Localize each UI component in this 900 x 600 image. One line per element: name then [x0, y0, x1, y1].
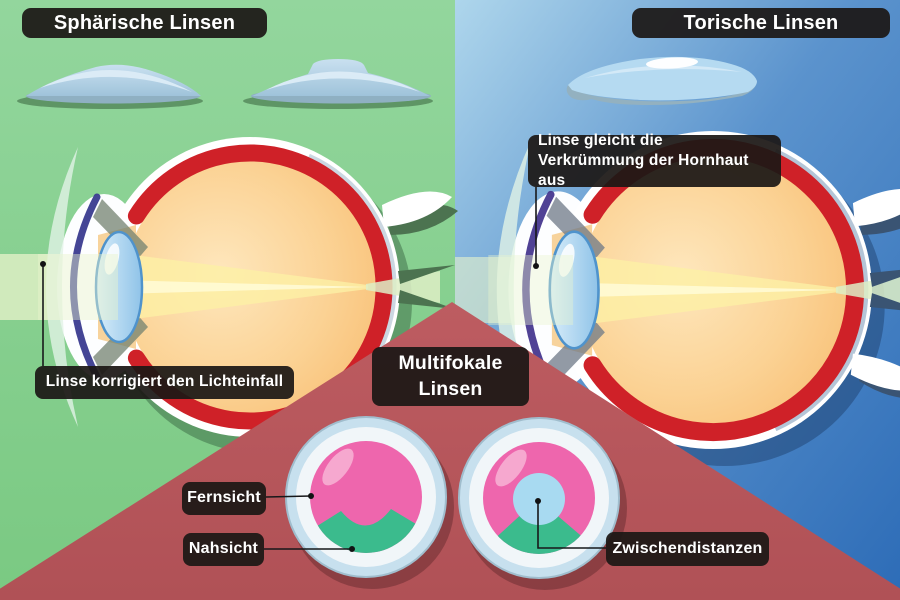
annotation-connector-dots [40, 261, 541, 552]
eye-diagram-toric [488, 131, 900, 466]
exit-beam [835, 275, 900, 305]
contact-lens-on-eye [46, 147, 78, 427]
title-multifocal-lenses: Multifokale Linsen [372, 347, 529, 406]
annotation-far-vision: Fernsicht [182, 482, 266, 515]
exit-beam [366, 271, 440, 303]
annotation-near-vision: Nahsicht [183, 533, 264, 566]
annotation-connectors [42, 187, 606, 550]
spherical-lens-shape-1 [17, 64, 203, 109]
title-toric-lenses: Torische Linsen [632, 8, 890, 38]
toric-lens-shape [566, 56, 757, 105]
panel-multifocal-background [0, 302, 900, 600]
eye-muscle-upper [382, 191, 452, 227]
multifocal-lens-intermediate [458, 417, 627, 590]
eye-muscle-lower [850, 353, 900, 391]
title-spherical-lenses: Sphärische Linsen [22, 8, 267, 38]
multifocal-lens-far-near [285, 416, 454, 589]
spherical-lens-shape-2 [243, 59, 433, 109]
annotation-spherical: Linse korrigiert den Lichteinfall [35, 366, 294, 399]
eye-muscle-upper [852, 188, 900, 227]
annotation-toric: Linse gleicht die Verkrümmung der Hornha… [528, 132, 781, 189]
cornea-outline [70, 193, 101, 381]
annotation-intermediate-vision: Zwischendistanzen [606, 532, 769, 566]
